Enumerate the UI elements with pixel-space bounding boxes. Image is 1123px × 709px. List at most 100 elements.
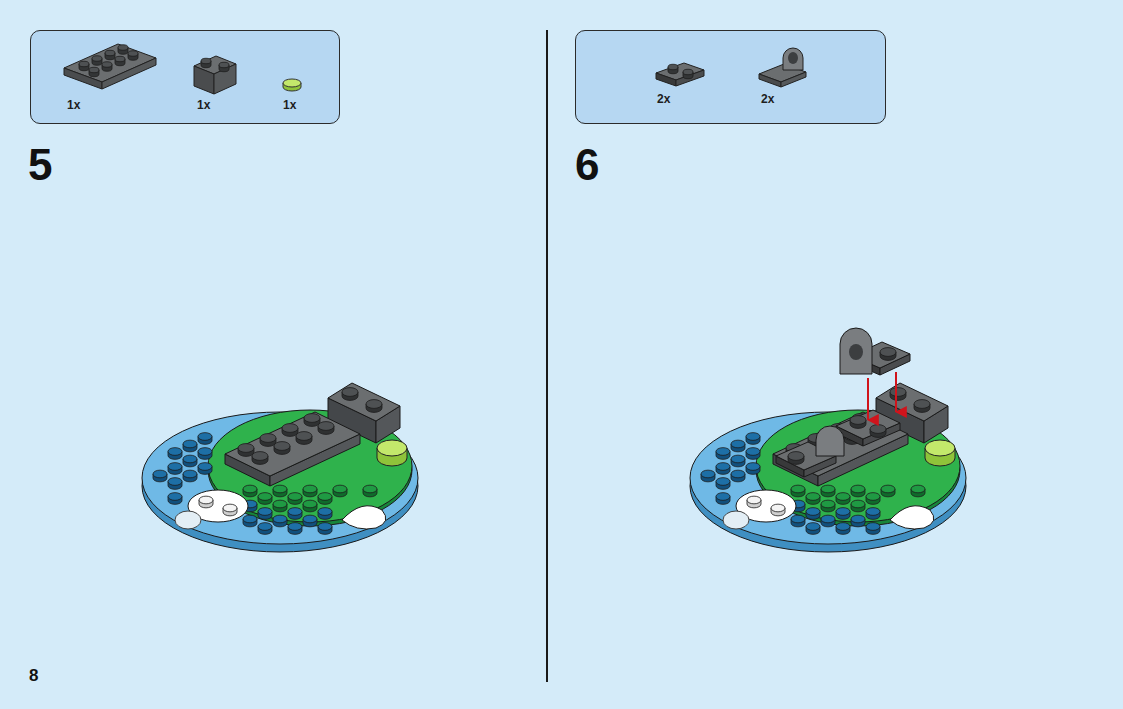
stud — [288, 523, 302, 531]
part-plate-1x2 — [656, 63, 704, 86]
part-count: 1x — [283, 98, 296, 112]
part-count: 1x — [67, 98, 80, 112]
stud — [747, 496, 761, 504]
stud — [716, 448, 730, 456]
stud — [303, 485, 317, 493]
stud — [716, 463, 730, 471]
stud — [304, 414, 320, 423]
stud — [806, 493, 820, 501]
stud — [102, 62, 112, 68]
stud — [866, 493, 880, 501]
stud — [771, 504, 785, 512]
stud — [806, 523, 820, 531]
stud — [168, 478, 182, 486]
stud — [296, 432, 312, 441]
stud — [731, 440, 745, 448]
stud — [851, 500, 865, 508]
stud — [851, 515, 865, 523]
bracket-upright — [840, 328, 872, 374]
stud — [282, 424, 298, 433]
stud — [318, 508, 332, 516]
stud — [870, 425, 886, 434]
stud — [89, 67, 99, 73]
stud — [118, 45, 128, 51]
stud — [258, 508, 272, 516]
stud — [92, 56, 102, 62]
stud — [914, 400, 930, 409]
stud — [252, 452, 268, 461]
parts-list-box: 2x2x — [575, 30, 886, 124]
stud — [168, 463, 182, 471]
stud — [318, 493, 332, 501]
stud — [851, 485, 865, 493]
stud — [219, 62, 229, 68]
clear-round — [723, 511, 749, 529]
stud — [911, 485, 925, 493]
stud — [731, 470, 745, 478]
stud — [274, 442, 290, 451]
lime-round — [925, 440, 955, 456]
stud — [746, 433, 760, 441]
stud — [201, 58, 211, 64]
stud — [821, 485, 835, 493]
stud — [79, 61, 89, 67]
stud — [115, 56, 125, 62]
brick-top — [225, 412, 360, 476]
stud — [199, 496, 213, 504]
part-brick-1x2 — [194, 56, 236, 94]
stud — [791, 485, 805, 493]
stud — [806, 508, 820, 516]
stud — [288, 493, 302, 501]
stud — [105, 50, 115, 56]
stud — [866, 508, 880, 516]
stud — [791, 515, 805, 523]
stud — [880, 348, 896, 357]
stud — [168, 493, 182, 501]
stud — [716, 493, 730, 501]
stud — [303, 500, 317, 508]
bracket-upright — [816, 426, 844, 456]
parts-box-fill — [575, 30, 886, 124]
stud — [363, 485, 377, 493]
stud — [731, 455, 745, 463]
stud — [746, 448, 760, 456]
stud — [223, 504, 237, 512]
stud — [258, 523, 272, 531]
stud — [168, 448, 182, 456]
stud — [183, 455, 197, 463]
stud — [821, 500, 835, 508]
stud — [198, 448, 212, 456]
place-arrow — [867, 378, 869, 420]
stud — [128, 51, 138, 57]
white-leaf — [890, 506, 934, 529]
part-count: 1x — [197, 98, 210, 112]
page-divider — [546, 30, 548, 682]
part-round-lime — [283, 79, 301, 91]
stud — [668, 64, 678, 70]
stud — [260, 434, 276, 443]
part-count: 2x — [761, 92, 774, 106]
brick-top — [876, 383, 948, 421]
stud — [183, 470, 197, 478]
stud — [788, 452, 804, 461]
parts-list-box: 1x 1x 1x — [30, 30, 340, 124]
stud — [288, 508, 302, 516]
stud — [238, 444, 254, 453]
stud — [333, 485, 347, 493]
step-number: 6 — [575, 143, 599, 187]
stud — [890, 388, 906, 397]
stud — [701, 470, 715, 478]
stud — [716, 478, 730, 486]
stud — [153, 470, 167, 478]
parts-box-fill — [30, 30, 340, 124]
clear-round — [175, 511, 201, 529]
stud — [850, 416, 866, 425]
stud — [318, 422, 334, 431]
part-bracket — [759, 48, 806, 87]
part-plate-2x4 — [64, 44, 156, 89]
stud — [303, 515, 317, 523]
white-leaf — [342, 506, 386, 529]
stud — [366, 400, 382, 409]
stud — [318, 523, 332, 531]
